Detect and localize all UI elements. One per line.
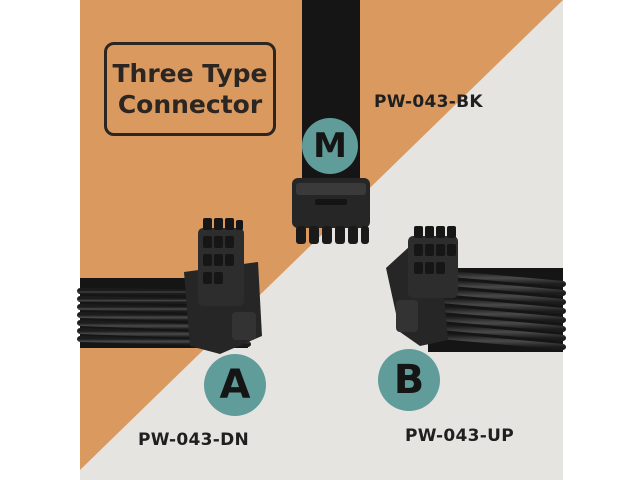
model-label-a: PW-043-DN [138, 430, 250, 450]
connector-a-illustration [77, 218, 262, 354]
model-label-m: PW-043-BK [374, 92, 483, 112]
connector-b-illustration [386, 226, 566, 352]
badge-b: B [378, 349, 440, 411]
right-margin [563, 0, 640, 480]
badge-a: A [204, 354, 266, 416]
badge-m: M [302, 118, 358, 174]
left-margin [0, 0, 80, 480]
background-orange [80, 0, 563, 470]
model-label-b: PW-043-UP [405, 426, 515, 446]
title-line-1: Three Type [112, 59, 268, 88]
title-box: Three Type Connector [104, 42, 276, 136]
title-line-2: Connector [117, 90, 263, 119]
